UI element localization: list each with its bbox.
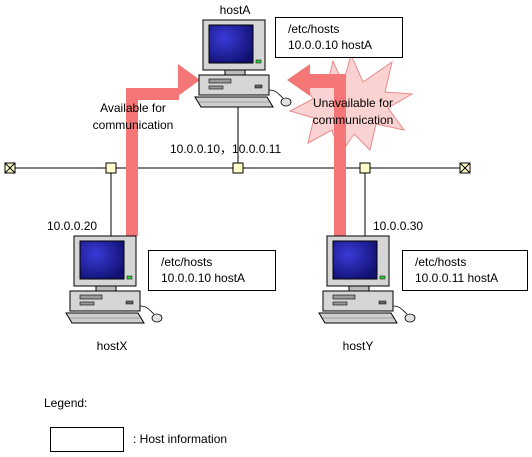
hostA-ip-addresses: 10.0.0.10，10.0.0.11 xyxy=(170,142,282,156)
network-node-icon xyxy=(105,162,117,174)
hostX-hosts-file-entry: 10.0.0.10 hostA xyxy=(161,271,246,285)
hostA-hosts-file-entry: 10.0.0.10 hostA xyxy=(288,38,373,52)
network-terminator-icon xyxy=(459,162,471,174)
available-arrow xyxy=(126,71,200,236)
hostX-hosts-file-path: /etc/hosts xyxy=(161,255,213,269)
hostA-hosts-file: /etc/hosts 10.0.0.10 hostA xyxy=(275,17,403,58)
hostX-name: hostX xyxy=(96,339,128,353)
hostY-hosts-file: /etc/hosts 10.0.0.11 hostA xyxy=(402,250,528,291)
hostY-hosts-file-path: /etc/hosts xyxy=(415,255,467,269)
unavailable-arrow xyxy=(310,74,346,236)
hostA-name: hostA xyxy=(219,3,251,17)
legend-host-info-label: : Host information xyxy=(133,432,228,446)
available-label-line2: communication xyxy=(92,118,174,132)
hostA-hosts-file-path: /etc/hosts xyxy=(288,22,340,36)
network-terminator-icon xyxy=(4,162,16,174)
hostY-ip-address: 10.0.0.30 xyxy=(373,219,424,233)
hostY-computer-icon xyxy=(318,235,416,324)
hostX-hosts-file: /etc/hosts 10.0.0.10 hostA xyxy=(148,250,276,291)
legend-host-info-swatch xyxy=(50,427,124,452)
unavailable-arrowhead xyxy=(287,64,310,96)
unavailable-label-line2: communication xyxy=(312,113,394,127)
network-node-icon xyxy=(359,162,371,174)
unavailable-label-line1: Unavailable for xyxy=(312,96,394,110)
hostX-ip-address: 10.0.0.20 xyxy=(47,219,98,233)
available-arrowhead xyxy=(178,64,200,96)
hostY-name: hostY xyxy=(342,339,374,353)
hostY-hosts-file-entry: 10.0.0.11 hostA xyxy=(415,271,499,285)
legend-title: Legend: xyxy=(44,396,88,410)
available-label-line1: Available for xyxy=(100,101,166,115)
network-node-icon xyxy=(232,162,244,174)
